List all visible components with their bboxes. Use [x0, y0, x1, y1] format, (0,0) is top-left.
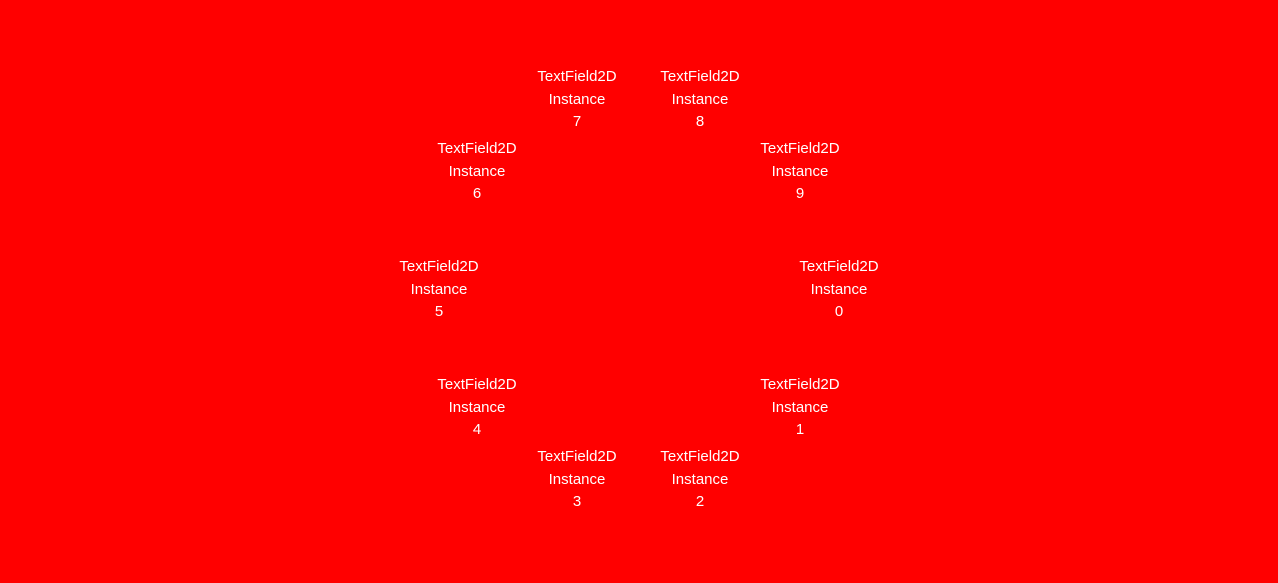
text-field-line-2: Instance — [548, 90, 606, 108]
text-field-line-1: TextField2D — [537, 448, 617, 465]
text-field-line-1: TextField2D — [799, 258, 879, 275]
text-field-2d-instance-9: TextField2D Instance 9 — [745, 138, 855, 206]
text-field-line-1: TextField2D — [437, 376, 517, 393]
text-field-line-3: 9 — [795, 185, 805, 202]
text-field-2d-instance-1: TextField2D Instance 1 — [745, 374, 855, 442]
text-field-2d-instance-3: TextField2D Instance 3 — [522, 446, 632, 514]
text-field-line-1: TextField2D — [399, 258, 479, 275]
text-field-line-1: TextField2D — [660, 448, 740, 465]
text-field-2d-instance-2: TextField2D Instance 2 — [645, 446, 755, 514]
text-field-line-3: 5 — [434, 303, 444, 320]
text-field-2d-instance-0: TextField2D Instance 0 — [784, 256, 894, 324]
text-field-line-3: 2 — [695, 493, 705, 510]
text-field-line-2: Instance — [410, 280, 468, 298]
text-field-line-1: TextField2D — [437, 140, 517, 157]
text-field-2d-instance-7: TextField2D Instance 7 — [522, 66, 632, 134]
text-field-line-2: Instance — [771, 162, 829, 180]
text-field-line-3: 6 — [472, 185, 482, 202]
text-field-line-2: Instance — [671, 90, 729, 108]
text-field-line-3: 1 — [795, 421, 805, 438]
text-field-line-1: TextField2D — [760, 376, 840, 393]
text-field-2d-instance-8: TextField2D Instance 8 — [645, 66, 755, 134]
text-field-line-3: 8 — [695, 113, 705, 130]
text-field-line-1: TextField2D — [760, 140, 840, 157]
text-field-2d-instance-4: TextField2D Instance 4 — [422, 374, 532, 442]
text-field-line-3: 7 — [572, 113, 582, 130]
text-field-2d-instance-5: TextField2D Instance 5 — [384, 256, 494, 324]
text-field-line-3: 0 — [834, 303, 844, 320]
text-field-line-3: 4 — [472, 421, 482, 438]
text-field-line-1: TextField2D — [660, 68, 740, 85]
text-field-line-1: TextField2D — [537, 68, 617, 85]
text-field-line-2: Instance — [548, 470, 606, 488]
text-field-line-3: 3 — [572, 493, 582, 510]
text-field-line-2: Instance — [448, 162, 506, 180]
text-field-2d-instance-6: TextField2D Instance 6 — [422, 138, 532, 206]
text-field-line-2: Instance — [810, 280, 868, 298]
text-field-line-2: Instance — [671, 470, 729, 488]
text-field-line-2: Instance — [771, 398, 829, 416]
text-field-line-2: Instance — [448, 398, 506, 416]
